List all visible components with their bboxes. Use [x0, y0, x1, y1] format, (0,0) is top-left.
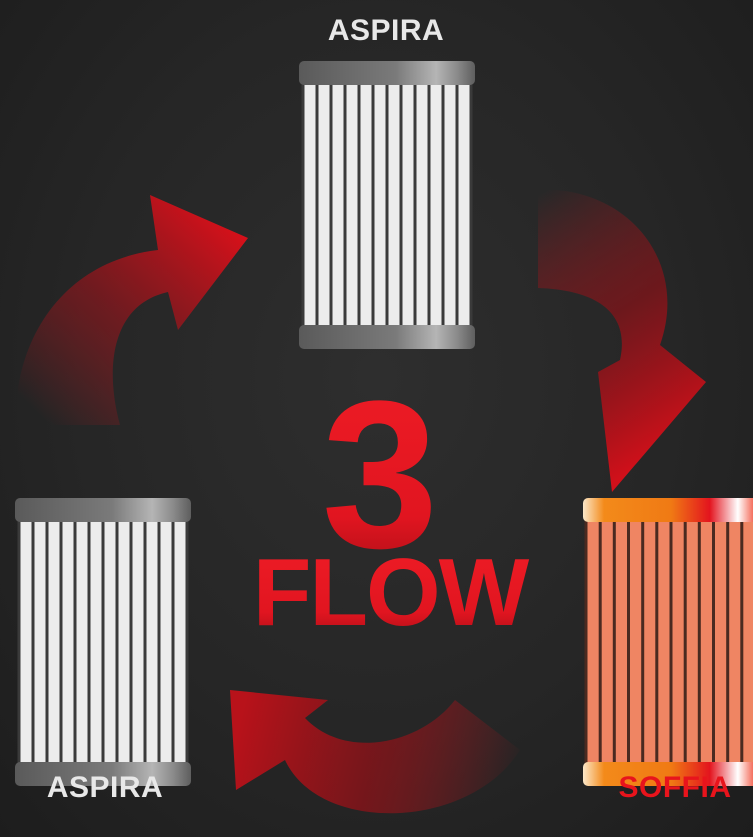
filter-ribs	[302, 80, 473, 334]
filter-left-icon	[15, 498, 191, 786]
filter-top-icon	[299, 61, 475, 349]
curved-arrow-icon	[538, 190, 706, 492]
curved-arrow-icon	[15, 195, 248, 425]
center-word: FLOW	[250, 545, 530, 641]
curved-arrow-icon	[230, 690, 520, 813]
label-aspira-left: ASPIRA	[44, 773, 166, 803]
label-aspira-top: ASPIRA	[327, 16, 445, 46]
filter-ribs	[18, 516, 189, 770]
filter-hot-icon	[583, 498, 753, 786]
filter-ribs	[585, 516, 753, 770]
label-soffia-right: SOFFIA	[613, 773, 737, 803]
